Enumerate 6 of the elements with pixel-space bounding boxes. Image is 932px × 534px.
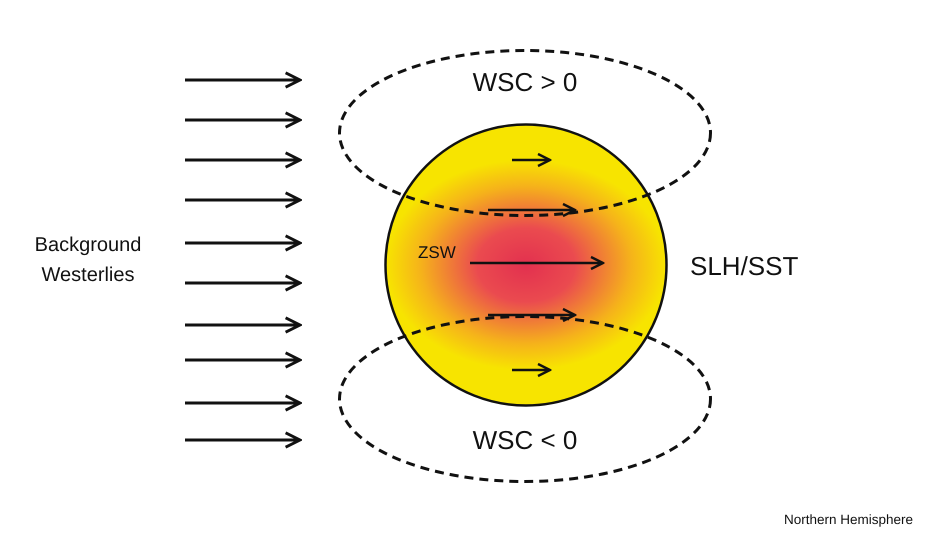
arrow-label: ZSW xyxy=(418,243,456,263)
note-text: Northern Hemisphere xyxy=(784,512,914,527)
region-label: WSC < 0 xyxy=(472,425,578,456)
wind-label: Background Westerlies xyxy=(34,233,142,288)
region-label: SLH/SST xyxy=(690,251,798,282)
region-label: WSC > 0 xyxy=(472,67,578,98)
